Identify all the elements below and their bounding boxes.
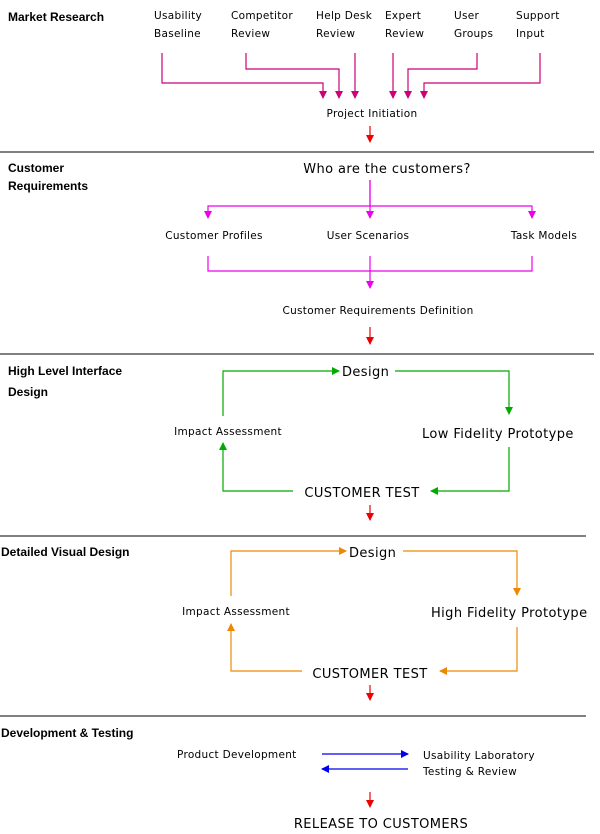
test-to-impact-connector xyxy=(227,623,302,672)
input-expert-review: Expert Review xyxy=(385,10,424,40)
impact-to-design-connector xyxy=(222,367,340,416)
market-research-section: Market Research Usability Baseline Compe… xyxy=(8,10,560,143)
customer-test-label: CUSTOMER TEST xyxy=(304,486,419,501)
development-feedback-connectors xyxy=(321,750,409,773)
connector-to-task-models xyxy=(370,205,536,219)
customer-test-label: CUSTOMER TEST xyxy=(312,667,427,682)
high-level-design-title-line2: Design xyxy=(8,385,48,399)
input-label-line1: User xyxy=(454,10,480,22)
input-competitor-review: Competitor Review xyxy=(231,10,293,40)
customer-requirements-section: Customer Requirements Who are the custom… xyxy=(8,161,577,345)
user-scenarios-label: User Scenarios xyxy=(327,230,410,242)
product-development-label: Product Development xyxy=(177,749,297,761)
high-level-design-title-line1: High Level Interface xyxy=(8,364,122,378)
input-label-line2: Baseline xyxy=(154,28,201,40)
connector-support-input xyxy=(420,53,541,99)
input-label-line1: Expert xyxy=(385,10,421,22)
market-research-inputs: Usability Baseline Competitor Review Hel… xyxy=(154,10,560,40)
development-testing-section: Development & Testing Product Developmen… xyxy=(1,726,535,832)
prototype-to-test-connector xyxy=(430,447,510,495)
input-label-line2: Groups xyxy=(454,28,493,40)
task-models-label: Task Models xyxy=(510,230,577,242)
who-are-customers-question: Who are the customers? xyxy=(303,162,471,177)
input-label-line1: Competitor xyxy=(231,10,293,22)
input-usability-baseline: Usability Baseline xyxy=(154,10,202,40)
development-testing-title: Development & Testing xyxy=(1,726,133,740)
customer-profiles-label: Customer Profiles xyxy=(165,230,263,242)
input-label-line1: Support xyxy=(516,10,560,22)
design-label: Design xyxy=(342,365,389,380)
connector-usability-baseline xyxy=(161,53,327,99)
design-label: Design xyxy=(349,546,396,561)
test-to-impact-connector xyxy=(219,442,293,492)
connector-user-groups xyxy=(404,53,478,99)
project-initiation-label: Project Initiation xyxy=(327,108,418,120)
customer-requirements-title-line2: Requirements xyxy=(8,179,88,193)
input-support-input: Support Input xyxy=(516,10,560,40)
input-label-line2: Review xyxy=(385,28,424,40)
input-label-line1: Help Desk xyxy=(316,10,373,22)
customer-requirements-title-line1: Customer xyxy=(8,161,64,175)
prototype-to-test-connector xyxy=(439,627,518,675)
design-cycle-connectors xyxy=(219,367,513,495)
input-label-line2: Review xyxy=(231,28,270,40)
design-to-prototype-connector xyxy=(403,550,521,596)
high-fidelity-prototype-label: High Fidelity Prototype xyxy=(431,606,587,621)
usability-laboratory-label: Usability Laboratory xyxy=(423,750,535,762)
low-fidelity-prototype-label: Low Fidelity Prototype xyxy=(422,427,574,442)
input-help-desk-review: Help Desk Review xyxy=(316,10,373,40)
input-label-line2: Review xyxy=(316,28,355,40)
impact-to-design-connector xyxy=(230,547,347,596)
testing-review-label: Testing & Review xyxy=(422,766,517,778)
market-research-connectors xyxy=(161,53,541,99)
connector-to-profiles xyxy=(204,180,371,219)
design-to-prototype-connector xyxy=(395,370,513,415)
connector-competitor-review xyxy=(245,53,343,99)
detailed-visual-design-title: Detailed Visual Design xyxy=(1,545,130,559)
high-level-design-section: High Level Interface Design Design Low F… xyxy=(8,364,574,521)
input-label-line1: Usability xyxy=(154,10,202,22)
impact-assessment-label: Impact Assessment xyxy=(182,606,290,618)
customer-requirements-merge-connectors xyxy=(207,256,533,289)
market-research-title: Market Research xyxy=(8,10,104,24)
design-cycle-connectors xyxy=(227,547,521,675)
input-label-line2: Input xyxy=(516,28,545,40)
release-to-customers-label: RELEASE TO CUSTOMERS xyxy=(294,817,468,832)
input-user-groups: User Groups xyxy=(454,10,493,40)
customer-requirements-split-connectors xyxy=(204,180,536,219)
impact-assessment-label: Impact Assessment xyxy=(174,426,282,438)
customer-requirements-definition-label: Customer Requirements Definition xyxy=(282,305,473,317)
detailed-visual-design-section: Detailed Visual Design Design High Fidel… xyxy=(1,545,587,701)
